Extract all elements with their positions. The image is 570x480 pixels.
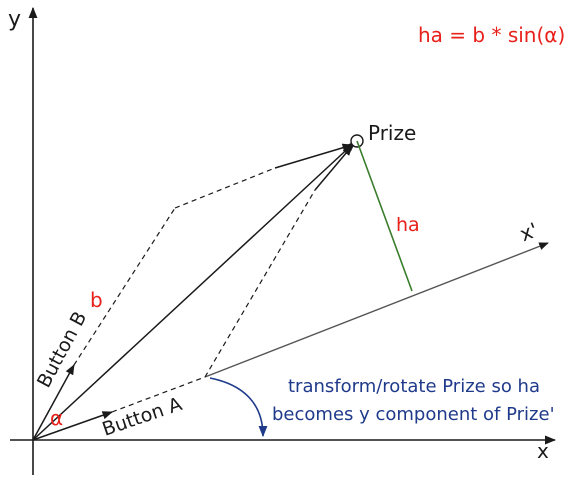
upper-solid-side — [274, 143, 354, 169]
rotation-arrow — [209, 377, 268, 438]
alpha-label: α — [50, 406, 63, 430]
b-label: b — [90, 288, 103, 312]
lower-solid-side — [314, 145, 353, 191]
button-a-vector — [32, 411, 113, 441]
note-line-2: becomes y component of Prize' — [272, 404, 555, 425]
height-ha-line — [356, 140, 413, 292]
note-line-1: transform/rotate Prize so ha — [288, 376, 540, 397]
button-a-label: Button A — [99, 393, 184, 441]
ha-label: ha — [396, 214, 420, 236]
x-axis-label: x — [537, 439, 549, 463]
x-prime-axis-label: x' — [516, 218, 541, 247]
button-b-dashed-extension — [73, 207, 176, 366]
lower-dashed-side — [204, 189, 316, 378]
prize-vector — [32, 141, 356, 441]
y-axis-label: y — [8, 7, 21, 32]
button-a-dashed-extension — [111, 376, 206, 413]
button-b-label: Button B — [33, 308, 91, 391]
upper-dashed-side — [174, 167, 276, 209]
prize-label: Prize — [368, 121, 416, 145]
x-prime-axis — [204, 242, 549, 378]
formula-text: ha = b * sin(α) — [418, 23, 565, 47]
button-b-vector — [32, 364, 75, 441]
